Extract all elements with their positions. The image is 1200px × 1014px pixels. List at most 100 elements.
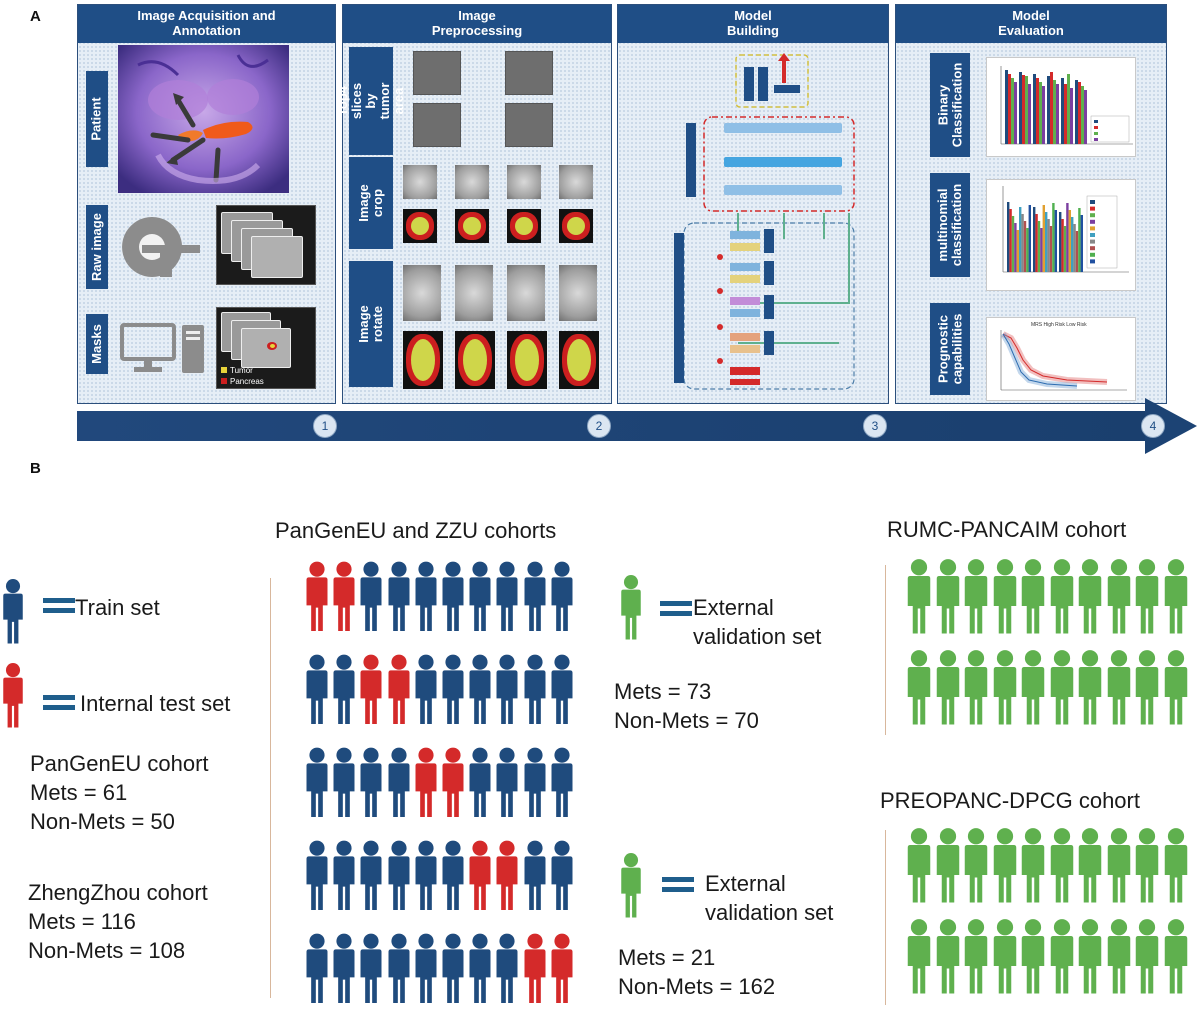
- mini-bar: [1033, 74, 1036, 144]
- test-person: [357, 650, 385, 733]
- legend-pancreas: Pancreas: [221, 377, 264, 386]
- slice-thumb: [413, 103, 461, 147]
- mini-bar: [1053, 80, 1056, 144]
- train-person-icon: [0, 572, 26, 655]
- label-top4-slices: Top4 slices by tumor area: [335, 47, 406, 155]
- train-person: [385, 929, 413, 1012]
- train-person: [521, 743, 549, 826]
- external-person: [1018, 917, 1048, 1000]
- pangeneu-cohort-name: PanGenEU cohort: [30, 751, 209, 776]
- label-multinomial-classification: multinomial classification: [930, 173, 970, 277]
- step-1: 1: [313, 414, 337, 438]
- stage-model-building: Model Building: [617, 4, 889, 404]
- mini-bar: [1009, 209, 1012, 272]
- mini-bar: [1067, 74, 1070, 144]
- mini-bar: [1023, 221, 1027, 272]
- train-person: [521, 836, 549, 919]
- train-person: [493, 650, 521, 733]
- preopanc-mets: Mets = 21: [618, 945, 716, 970]
- mini-bar: [1084, 90, 1087, 144]
- external-person: [933, 648, 963, 731]
- train-person: [303, 650, 331, 733]
- crop-mask: [455, 209, 489, 243]
- panel-a-letter: A: [30, 8, 41, 25]
- mini-bar: [1042, 205, 1045, 272]
- external-person: [1132, 557, 1162, 640]
- patient-anatomy-illustration: [118, 45, 289, 193]
- external-person: [990, 917, 1020, 1000]
- mini-bar: [1047, 219, 1050, 272]
- zhengzhou-mets: Mets = 116: [28, 909, 136, 934]
- external-person: [1018, 648, 1048, 731]
- external-person: [904, 917, 934, 1000]
- crop-image: [507, 165, 541, 199]
- mini-legend-swatch: [1090, 259, 1095, 264]
- stage-acquisition: Image Acquisition and Annotation Patient…: [77, 4, 336, 404]
- raw-ct-stack: [216, 205, 316, 285]
- mini-bar: [1014, 82, 1017, 144]
- mini-bar: [1039, 82, 1042, 144]
- external-person: [1075, 557, 1105, 640]
- zhengzhou-cohort-name: ZhengZhou cohort: [28, 880, 208, 905]
- label-raw-image: Raw image: [86, 205, 108, 289]
- external-person: [1075, 648, 1105, 731]
- mini-legend-swatch: [1090, 206, 1095, 211]
- mini-bar: [1022, 75, 1025, 144]
- zhengzhou-nonmets: Non-Mets = 108: [28, 938, 186, 963]
- step-2: 2: [587, 414, 611, 438]
- mini-legend-swatch: [1090, 226, 1095, 231]
- test-person: [521, 929, 549, 1012]
- preopanc-nonmets: Non-Mets = 162: [618, 974, 776, 999]
- mini-legend-swatch: [1090, 200, 1095, 204]
- mini-legend-swatch: [1090, 233, 1095, 237]
- binary-classification-chart: [986, 57, 1136, 157]
- mini-bar: [1025, 76, 1028, 144]
- crop-mask: [403, 209, 437, 243]
- mini-bar: [1037, 221, 1041, 272]
- mini-legend-swatch: [1090, 246, 1095, 251]
- mini-bar: [1075, 231, 1079, 272]
- mini-bar: [1007, 202, 1010, 272]
- equals-icon: [43, 695, 75, 711]
- external-person: [1161, 648, 1191, 731]
- mini-bar: [1056, 84, 1059, 144]
- mini-bar: [1080, 215, 1083, 272]
- external-person: [990, 826, 1020, 909]
- process-arrow: [77, 411, 1147, 441]
- mini-bar: [1045, 212, 1048, 272]
- external-person-icon: [618, 846, 644, 929]
- mini-bar: [1033, 207, 1036, 272]
- mini-bar: [1035, 214, 1038, 272]
- external-person: [961, 917, 991, 1000]
- train-person: [303, 743, 331, 826]
- mini-bar: [1016, 230, 1019, 272]
- equals-icon: [43, 598, 75, 614]
- network-architecture-diagram: [674, 53, 855, 390]
- step-4: 4: [1141, 414, 1165, 438]
- slice-thumb: [413, 51, 461, 95]
- pangeneu-nonmets: Non-Mets = 50: [30, 809, 175, 834]
- mini-legend-swatch: [1090, 219, 1095, 224]
- train-person: [330, 836, 358, 919]
- test-person: [303, 557, 331, 640]
- rotate-image: [559, 265, 597, 321]
- train-person: [439, 557, 467, 640]
- external-person-icon: [618, 568, 644, 651]
- test-person: [439, 743, 467, 826]
- mini-bar: [1066, 203, 1069, 272]
- external-person: [1018, 557, 1048, 640]
- legend-tumor: Tumor: [221, 366, 253, 375]
- label-patient: Patient: [86, 71, 108, 167]
- equals-icon: [660, 601, 692, 617]
- train-person: [548, 743, 576, 826]
- mini-bar: [1081, 86, 1084, 144]
- pangeneu-mets: Mets = 61: [30, 780, 128, 805]
- label-masks: Masks: [86, 314, 108, 374]
- external-person: [961, 648, 991, 731]
- mini-bar: [1064, 84, 1067, 144]
- train-person: [548, 557, 576, 640]
- mini-legend-swatch: [1090, 239, 1095, 244]
- train-person: [303, 929, 331, 1012]
- train-person: [521, 650, 549, 733]
- mini-bar: [1071, 217, 1074, 272]
